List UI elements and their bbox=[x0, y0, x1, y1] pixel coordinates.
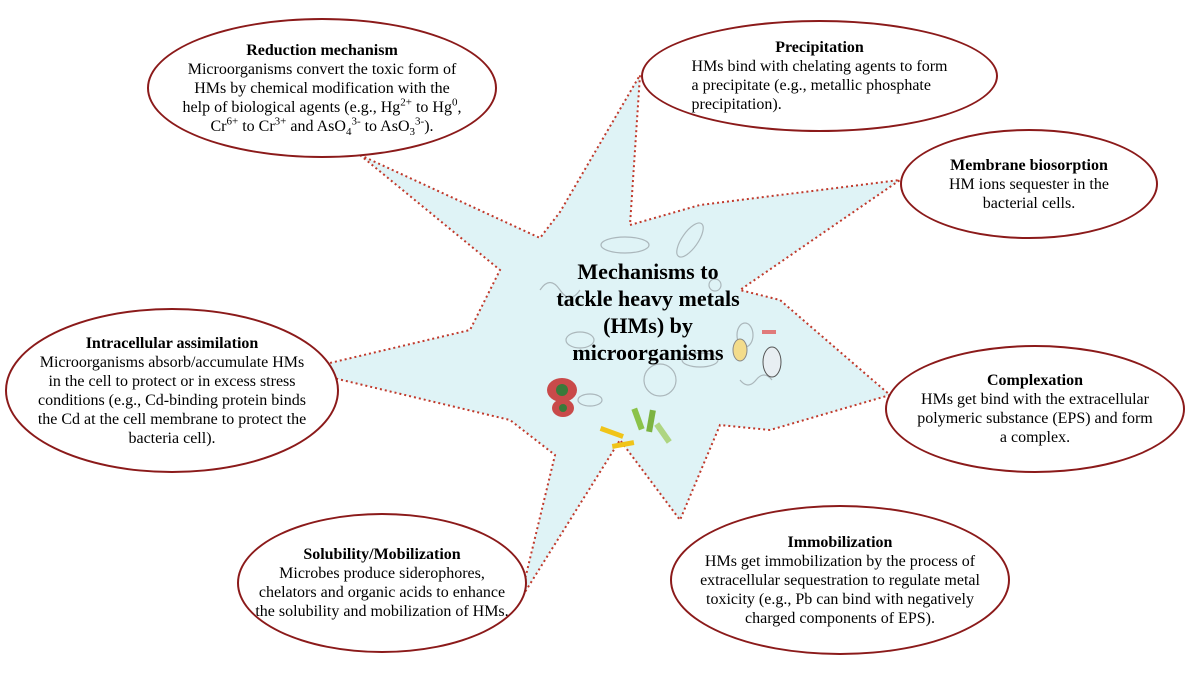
oval-text: Microbes produce siderophores, chelators… bbox=[255, 564, 508, 621]
text-span: Cr bbox=[210, 117, 227, 135]
central-title-line: tackle heavy metals bbox=[556, 286, 740, 311]
text-span: ). bbox=[424, 117, 434, 135]
oval-text-line: bacteria cell). bbox=[128, 429, 216, 447]
oval-title: Reduction mechanism bbox=[246, 41, 398, 59]
superscript: 3+ bbox=[274, 115, 287, 128]
oval-text-line: Microorganisms absorb/accumulate HMs bbox=[39, 353, 305, 371]
superscript: 0 bbox=[451, 96, 458, 109]
colored-microbes bbox=[547, 330, 782, 449]
central-star-shape bbox=[299, 74, 901, 601]
superscript: 2+ bbox=[400, 96, 412, 109]
central-title-line: microorganisms bbox=[572, 340, 724, 365]
oval-text-line: precipitation). bbox=[691, 96, 782, 113]
oval-text-line: HMs bind with chelating agents to form bbox=[691, 58, 948, 75]
superscript: 3- bbox=[415, 115, 425, 128]
oval-text-line: help of biological agents (e.g., Hg2+ to… bbox=[182, 96, 462, 117]
subscript: 4 bbox=[345, 125, 352, 138]
text-span: to Hg bbox=[411, 98, 452, 116]
oval-text-line: toxicity (e.g., Pb can bind with negativ… bbox=[706, 590, 974, 608]
oval-text-line: bacterial cells. bbox=[982, 194, 1076, 212]
oval-text-line: Microorganisms convert the toxic form of bbox=[187, 60, 457, 78]
solubility-mobilization-oval: Solubility/Mobilization Microbes produce… bbox=[237, 513, 527, 653]
oval-text: HMs bind with chelating agents to form a… bbox=[692, 57, 948, 114]
oval-text-line: HM ions sequester in the bbox=[949, 175, 1109, 193]
oval-text-line: in the cell to protect or in excess stre… bbox=[48, 372, 296, 390]
oval-text: HMs get immobilization by the process of… bbox=[700, 552, 980, 628]
central-title: Mechanisms to tackle heavy metals (HMs) … bbox=[508, 258, 788, 366]
superscript: 6+ bbox=[226, 115, 239, 128]
precipitation-oval: Precipitation HMs bind with chelating ag… bbox=[641, 20, 998, 132]
oval-text-line: conditions (e.g., Cd-binding protein bin… bbox=[38, 391, 306, 409]
oval-title: Membrane biosorption bbox=[950, 156, 1108, 174]
central-title-line: Mechanisms to bbox=[577, 259, 719, 284]
superscript: 3- bbox=[351, 115, 361, 128]
oval-text-line: HMs get immobilization by the process of bbox=[704, 552, 976, 570]
text-span: to AsO bbox=[360, 117, 410, 135]
oval-text-line: chelators and organic acids to enhance bbox=[258, 584, 506, 601]
oval-text-line: HMs get bind with the extracellular bbox=[921, 391, 1149, 408]
oval-text-line: a precipitate (e.g., metallic phosphate bbox=[691, 77, 931, 94]
complexation-oval: Complexation HMs get bind with the extra… bbox=[885, 345, 1185, 473]
oval-text: Microorganisms absorb/accumulate HMs in … bbox=[38, 353, 306, 448]
intracellular-assimilation-oval: Intracellular assimilation Microorganism… bbox=[5, 308, 339, 473]
central-title-line: (HMs) by bbox=[603, 313, 693, 338]
oval-title: Precipitation bbox=[775, 39, 864, 56]
oval-text-line: Microbes produce siderophores, bbox=[279, 565, 485, 582]
text-span: help of biological agents (e.g., Hg bbox=[182, 98, 401, 116]
oval-title: Intracellular assimilation bbox=[85, 334, 259, 352]
oval-text-line: HMs by chemical modification with the bbox=[194, 79, 450, 97]
oval-text-line: the Cd at the cell membrane to protect t… bbox=[37, 410, 307, 428]
membrane-biosorption-oval: Membrane biosorption HM ions sequester i… bbox=[900, 129, 1158, 239]
oval-title: Immobilization bbox=[787, 533, 893, 551]
text-span: to Cr bbox=[238, 117, 275, 135]
oval-title: Solubility/Mobilization bbox=[303, 546, 461, 563]
oval-text-line: the solubility and mobilization of HMs. bbox=[255, 603, 509, 620]
oval-text: Microorganisms convert the toxic form of… bbox=[182, 60, 462, 138]
text-span: , bbox=[457, 98, 462, 116]
oval-title: Complexation bbox=[987, 372, 1083, 389]
oval-text-line: a complex. bbox=[999, 429, 1071, 446]
text-span: and AsO bbox=[286, 117, 346, 135]
oval-text-line: charged components of EPS). bbox=[745, 609, 935, 627]
oval-text: HM ions sequester in the bacterial cells… bbox=[949, 175, 1109, 213]
oval-text-line: extracellular sequestration to regulate … bbox=[700, 571, 980, 589]
oval-text-line: polymeric substance (EPS) and form bbox=[917, 410, 1153, 427]
subscript: 3 bbox=[409, 125, 416, 138]
oval-text-line: Cr6+ to Cr3+ and AsO43- to AsO33-). bbox=[183, 115, 462, 138]
oval-text: HMs get bind with the extracellular poly… bbox=[917, 390, 1153, 447]
reduction-mechanism-oval: Reduction mechanism Microorganisms conve… bbox=[147, 18, 497, 158]
immobilization-oval: Immobilization HMs get immobilization by… bbox=[670, 505, 1010, 655]
